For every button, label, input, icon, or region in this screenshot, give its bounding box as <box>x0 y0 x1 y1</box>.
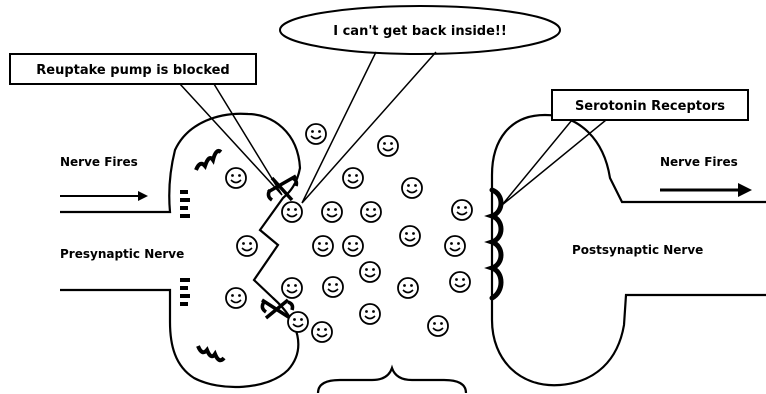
postsynaptic-nerve-label: Postsynaptic Nerve <box>572 243 703 257</box>
receptors-callout-label: Serotonin Receptors <box>575 99 725 114</box>
serotonin-molecule <box>311 321 333 343</box>
serotonin-receptors <box>484 187 504 301</box>
blocked-pump-lower <box>260 298 295 320</box>
vesicle-squiggle-2 <box>180 190 190 218</box>
serotonin-molecule <box>359 261 381 283</box>
serotonin-molecule <box>401 177 423 199</box>
serotonin-molecule <box>225 167 247 189</box>
arrow-left <box>60 191 148 201</box>
speech-bubble-label: I can't get back inside!! <box>333 24 507 39</box>
receptors-callout-box <box>551 89 749 121</box>
serotonin-molecule <box>225 287 247 309</box>
serotonin-molecule <box>451 199 473 221</box>
serotonin-molecule <box>342 235 364 257</box>
vesicle-squiggle-3 <box>180 278 190 306</box>
serotonin-molecule <box>359 303 381 325</box>
serotonin-molecule <box>287 311 309 333</box>
arrow-right <box>660 183 752 197</box>
serotonin-molecule <box>342 167 364 189</box>
postsynaptic-nerve-outline <box>490 113 766 387</box>
reuptake-callout-pointer <box>179 83 283 196</box>
serotonin-molecule <box>321 201 343 223</box>
serotonin-molecule <box>281 277 303 299</box>
serotonin-molecule <box>397 277 419 299</box>
receptors-callout-pointer <box>501 119 607 206</box>
synaptic-cleft-brace <box>316 364 468 394</box>
vesicle-squiggle-1 <box>194 149 223 171</box>
serotonin-molecule <box>322 276 344 298</box>
serotonin-molecule <box>399 225 421 247</box>
nerve-fires-left-label: Nerve Fires <box>60 155 138 169</box>
presynaptic-nerve-label: Presynaptic Nerve <box>60 247 184 261</box>
nerve-fires-right-label: Nerve Fires <box>660 155 738 169</box>
serotonin-molecule <box>281 201 303 223</box>
serotonin-molecule <box>305 123 327 145</box>
reuptake-callout-box <box>9 53 257 85</box>
speech-bubble-pointer <box>301 51 437 204</box>
serotonin-molecule <box>236 235 258 257</box>
serotonin-molecule <box>312 235 334 257</box>
reuptake-callout-label: Reuptake pump is blocked <box>36 63 230 78</box>
serotonin-molecule <box>449 271 471 293</box>
vesicle-squiggle-4 <box>196 345 226 363</box>
blocked-pump-upper <box>266 174 299 202</box>
serotonin-molecule <box>427 315 449 337</box>
serotonin-molecule <box>360 201 382 223</box>
speech-bubble <box>279 5 561 55</box>
serotonin-molecule <box>377 135 399 157</box>
serotonin-molecule <box>444 235 466 257</box>
presynaptic-nerve-outline <box>60 112 302 389</box>
serotonin-molecules <box>225 123 473 343</box>
